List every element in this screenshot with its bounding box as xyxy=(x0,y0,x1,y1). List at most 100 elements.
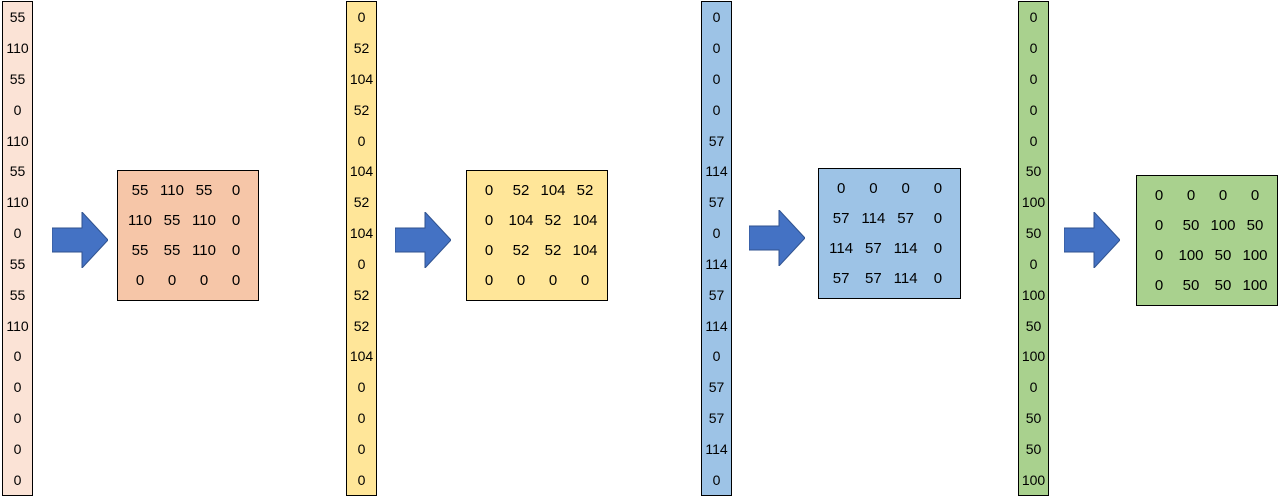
right-arrow-icon xyxy=(1064,212,1120,268)
column-cell: 0 xyxy=(13,101,22,118)
matrix-cell: 0 xyxy=(167,272,177,290)
column-cell: 110 xyxy=(6,40,29,57)
matrix-cell: 0 xyxy=(933,209,943,227)
matrix-cell: 100 xyxy=(1242,277,1268,295)
matrix-4x4-1: 55 110 55 0 110 55 110 0 55 55 110 0 0 0… xyxy=(117,170,259,301)
matrix-cell: 100 xyxy=(1242,247,1268,265)
matrix-cell: 0 xyxy=(135,272,145,290)
matrix-cell: 104 xyxy=(572,211,598,229)
column-cell: 114 xyxy=(705,317,728,334)
column-cell: 0 xyxy=(357,471,366,488)
column-cell: 55 xyxy=(9,255,26,272)
column-cell: 0 xyxy=(13,379,22,396)
matrix-cell: 0 xyxy=(484,211,494,229)
matrix-cell: 110 xyxy=(160,181,184,199)
right-arrow-icon xyxy=(749,210,805,266)
column-cell: 0 xyxy=(357,379,366,396)
matrix-cell: 0 xyxy=(1186,186,1196,204)
matrix-cell: 0 xyxy=(1154,277,1164,295)
matrix-cell: 55 xyxy=(131,242,149,260)
column-cell: 0 xyxy=(1029,71,1038,88)
matrix-cell: 50 xyxy=(1214,247,1232,265)
column-cell: 0 xyxy=(357,9,366,26)
matrix-cell: 114 xyxy=(893,270,918,288)
matrix-cell: 0 xyxy=(231,272,241,290)
column-cell: 52 xyxy=(353,194,370,211)
column-cell: 100 xyxy=(1021,286,1046,303)
matrix-cell: 104 xyxy=(572,242,598,260)
matrix-cell: 50 xyxy=(1182,277,1200,295)
column-cell: 0 xyxy=(357,132,366,149)
column-cell: 52 xyxy=(353,101,370,118)
column-cell: 50 xyxy=(1025,225,1042,242)
matrix-cell: 0 xyxy=(484,181,494,199)
matrix-cell: 50 xyxy=(1214,277,1232,295)
column-cell: 55 xyxy=(9,71,26,88)
column-vector-2: 0 52 104 52 0 104 52 104 0 52 52 104 0 0… xyxy=(346,1,377,496)
matrix-cell: 0 xyxy=(933,240,943,258)
matrix-cell: 50 xyxy=(1246,216,1264,234)
column-cell: 0 xyxy=(1029,101,1038,118)
matrix-cell: 110 xyxy=(128,211,152,229)
column-vector-1: 55 110 55 0 110 55 110 0 55 55 110 0 0 0… xyxy=(2,1,33,496)
matrix-cell: 0 xyxy=(231,242,241,260)
matrix-cell: 52 xyxy=(512,181,530,199)
column-cell: 0 xyxy=(712,471,721,488)
column-cell: 100 xyxy=(1021,471,1046,488)
column-cell: 0 xyxy=(712,9,721,26)
column-cell: 0 xyxy=(13,225,22,242)
matrix-cell: 100 xyxy=(1178,247,1204,265)
column-cell: 0 xyxy=(1029,379,1038,396)
column-cell: 55 xyxy=(9,286,26,303)
column-cell: 100 xyxy=(1021,194,1046,211)
column-cell: 114 xyxy=(705,255,728,272)
matrix-cell: 0 xyxy=(516,272,526,290)
matrix-cell: 0 xyxy=(836,179,846,197)
matrix-cell: 0 xyxy=(933,270,943,288)
matrix-4x4-3: 0 0 0 0 57 114 57 0 114 57 114 0 57 57 1… xyxy=(818,168,961,299)
column-cell: 0 xyxy=(1029,40,1038,57)
matrix-4x4-2: 0 52 104 52 0 104 52 104 0 52 52 104 0 0… xyxy=(466,170,608,301)
column-cell: 57 xyxy=(708,194,725,211)
column-cell: 0 xyxy=(13,440,22,457)
column-cell: 57 xyxy=(708,409,725,426)
column-cell: 50 xyxy=(1025,409,1042,426)
column-cell: 0 xyxy=(357,255,366,272)
matrix-cell: 0 xyxy=(933,179,943,197)
matrix-cell: 0 xyxy=(901,179,910,197)
matrix-cell: 104 xyxy=(540,181,566,199)
matrix-cell: 55 xyxy=(195,181,213,199)
right-arrow-icon xyxy=(52,212,108,268)
column-cell: 0 xyxy=(1029,132,1038,149)
column-cell: 110 xyxy=(6,317,29,334)
matrix-cell: 57 xyxy=(865,270,882,288)
column-cell: 110 xyxy=(6,194,29,211)
column-vector-4: 0 0 0 0 0 50 100 50 0 100 50 100 0 50 50… xyxy=(1018,1,1049,496)
column-cell: 50 xyxy=(1025,440,1042,457)
matrix-cell: 114 xyxy=(861,209,886,227)
matrix-cell: 0 xyxy=(484,242,494,260)
right-arrow-icon xyxy=(395,212,451,268)
column-cell: 0 xyxy=(712,101,721,118)
column-cell: 55 xyxy=(9,9,26,26)
matrix-cell: 100 xyxy=(1210,216,1236,234)
matrix-cell: 55 xyxy=(163,242,181,260)
matrix-cell: 0 xyxy=(231,181,241,199)
column-cell: 50 xyxy=(1025,317,1042,334)
column-cell: 0 xyxy=(1029,9,1038,26)
matrix-cell: 57 xyxy=(832,270,850,288)
matrix-cell: 110 xyxy=(192,242,216,260)
matrix-cell: 50 xyxy=(1182,216,1200,234)
column-cell: 104 xyxy=(349,163,374,180)
matrix-cell: 52 xyxy=(544,242,562,260)
column-cell: 0 xyxy=(712,40,721,57)
matrix-cell: 0 xyxy=(1154,247,1164,265)
column-cell: 57 xyxy=(708,286,725,303)
column-cell: 110 xyxy=(6,132,29,149)
matrix-cell: 55 xyxy=(163,211,181,229)
column-cell: 104 xyxy=(349,348,374,365)
matrix-cell: 57 xyxy=(865,240,882,258)
column-cell: 0 xyxy=(712,225,721,242)
column-cell: 0 xyxy=(357,409,366,426)
matrix-cell: 0 xyxy=(1154,186,1164,204)
